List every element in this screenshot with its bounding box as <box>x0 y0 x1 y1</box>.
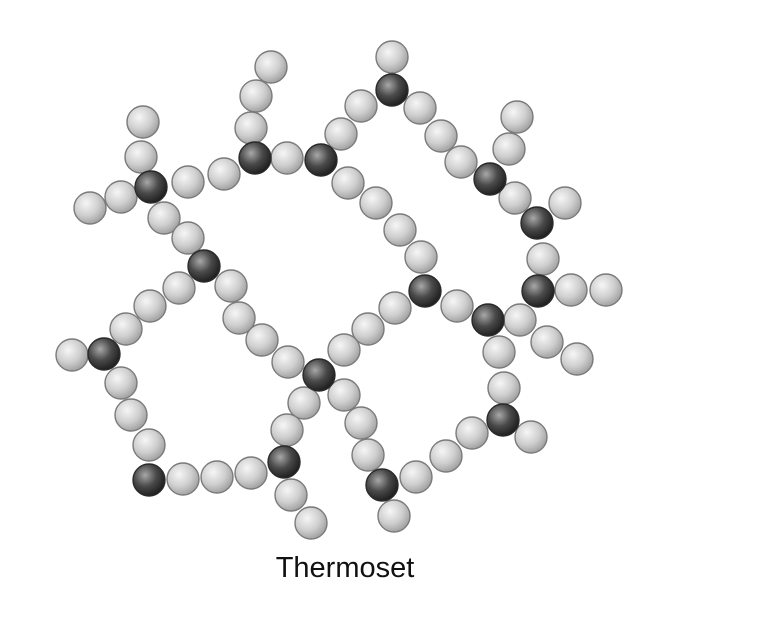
chain-bead <box>554 273 588 307</box>
chain-bead <box>324 117 358 151</box>
chain-bead <box>548 186 582 220</box>
chain-bead <box>214 269 248 303</box>
chain-bead <box>207 157 241 191</box>
chain-bead <box>327 378 361 412</box>
chain-bead <box>271 345 305 379</box>
chain-bead <box>73 191 107 225</box>
crosslink-bead <box>302 358 336 392</box>
chain-bead <box>514 420 548 454</box>
chain-bead <box>270 413 304 447</box>
chain-bead <box>114 398 148 432</box>
chain-bead <box>171 165 205 199</box>
chain-bead <box>270 141 304 175</box>
chain-bead <box>424 119 458 153</box>
chain-bead <box>351 312 385 346</box>
chain-bead <box>331 166 365 200</box>
chain-bead <box>526 242 560 276</box>
chain-bead <box>254 50 288 84</box>
chain-bead <box>498 181 532 215</box>
chain-bead <box>351 438 385 472</box>
crosslink-bead <box>408 274 442 308</box>
chain-bead <box>344 89 378 123</box>
chain-bead <box>287 386 321 420</box>
chain-bead <box>399 460 433 494</box>
chain-bead <box>171 221 205 255</box>
chain-bead <box>222 301 256 335</box>
crosslink-bead <box>471 303 505 337</box>
chain-bead <box>444 145 478 179</box>
chain-bead <box>589 273 623 307</box>
chain-bead <box>344 406 378 440</box>
chain-bead <box>132 428 166 462</box>
chain-bead <box>245 323 279 357</box>
crosslink-bead <box>134 170 168 204</box>
chain-bead <box>234 111 268 145</box>
crosslink-bead <box>521 274 555 308</box>
crosslink-bead <box>473 162 507 196</box>
chain-bead <box>500 100 534 134</box>
chain-bead <box>560 342 594 376</box>
crosslink-bead <box>486 403 520 437</box>
crosslink-bead <box>187 249 221 283</box>
chain-bead <box>378 291 412 325</box>
crosslink-bead <box>132 463 166 497</box>
chain-bead <box>359 186 393 220</box>
chain-bead <box>126 105 160 139</box>
chain-bead <box>377 499 411 533</box>
chain-bead <box>133 289 167 323</box>
chain-bead <box>200 460 234 494</box>
chain-bead <box>239 79 273 113</box>
chain-bead <box>104 180 138 214</box>
chain-bead <box>104 366 138 400</box>
chain-bead <box>55 338 89 372</box>
diagram-caption: Thermoset <box>275 552 415 584</box>
chain-bead <box>440 289 474 323</box>
chain-bead <box>455 416 489 450</box>
chain-bead <box>429 439 463 473</box>
chain-bead <box>503 303 537 337</box>
crosslink-bead <box>365 468 399 502</box>
chain-bead <box>234 456 268 490</box>
chain-bead <box>487 371 521 405</box>
crosslink-bead <box>304 143 338 177</box>
chain-bead <box>147 201 181 235</box>
chain-bead <box>124 140 158 174</box>
chain-bead <box>162 271 196 305</box>
crosslink-bead <box>267 445 301 479</box>
chain-bead <box>482 335 516 369</box>
chain-bead <box>383 213 417 247</box>
chain-bead <box>492 132 526 166</box>
crosslink-bead <box>375 73 409 107</box>
chain-bead <box>109 312 143 346</box>
chain-bead <box>294 506 328 540</box>
crosslink-bead <box>238 141 272 175</box>
chain-bead <box>274 478 308 512</box>
chain-bead <box>530 325 564 359</box>
crosslink-bead <box>87 337 121 371</box>
chain-bead <box>166 462 200 496</box>
polymer-chain-beads <box>55 40 623 540</box>
chain-bead <box>327 333 361 367</box>
chain-bead <box>403 91 437 125</box>
chain-bead <box>404 240 438 274</box>
chain-bead <box>375 40 409 74</box>
crosslink-bead <box>520 206 554 240</box>
